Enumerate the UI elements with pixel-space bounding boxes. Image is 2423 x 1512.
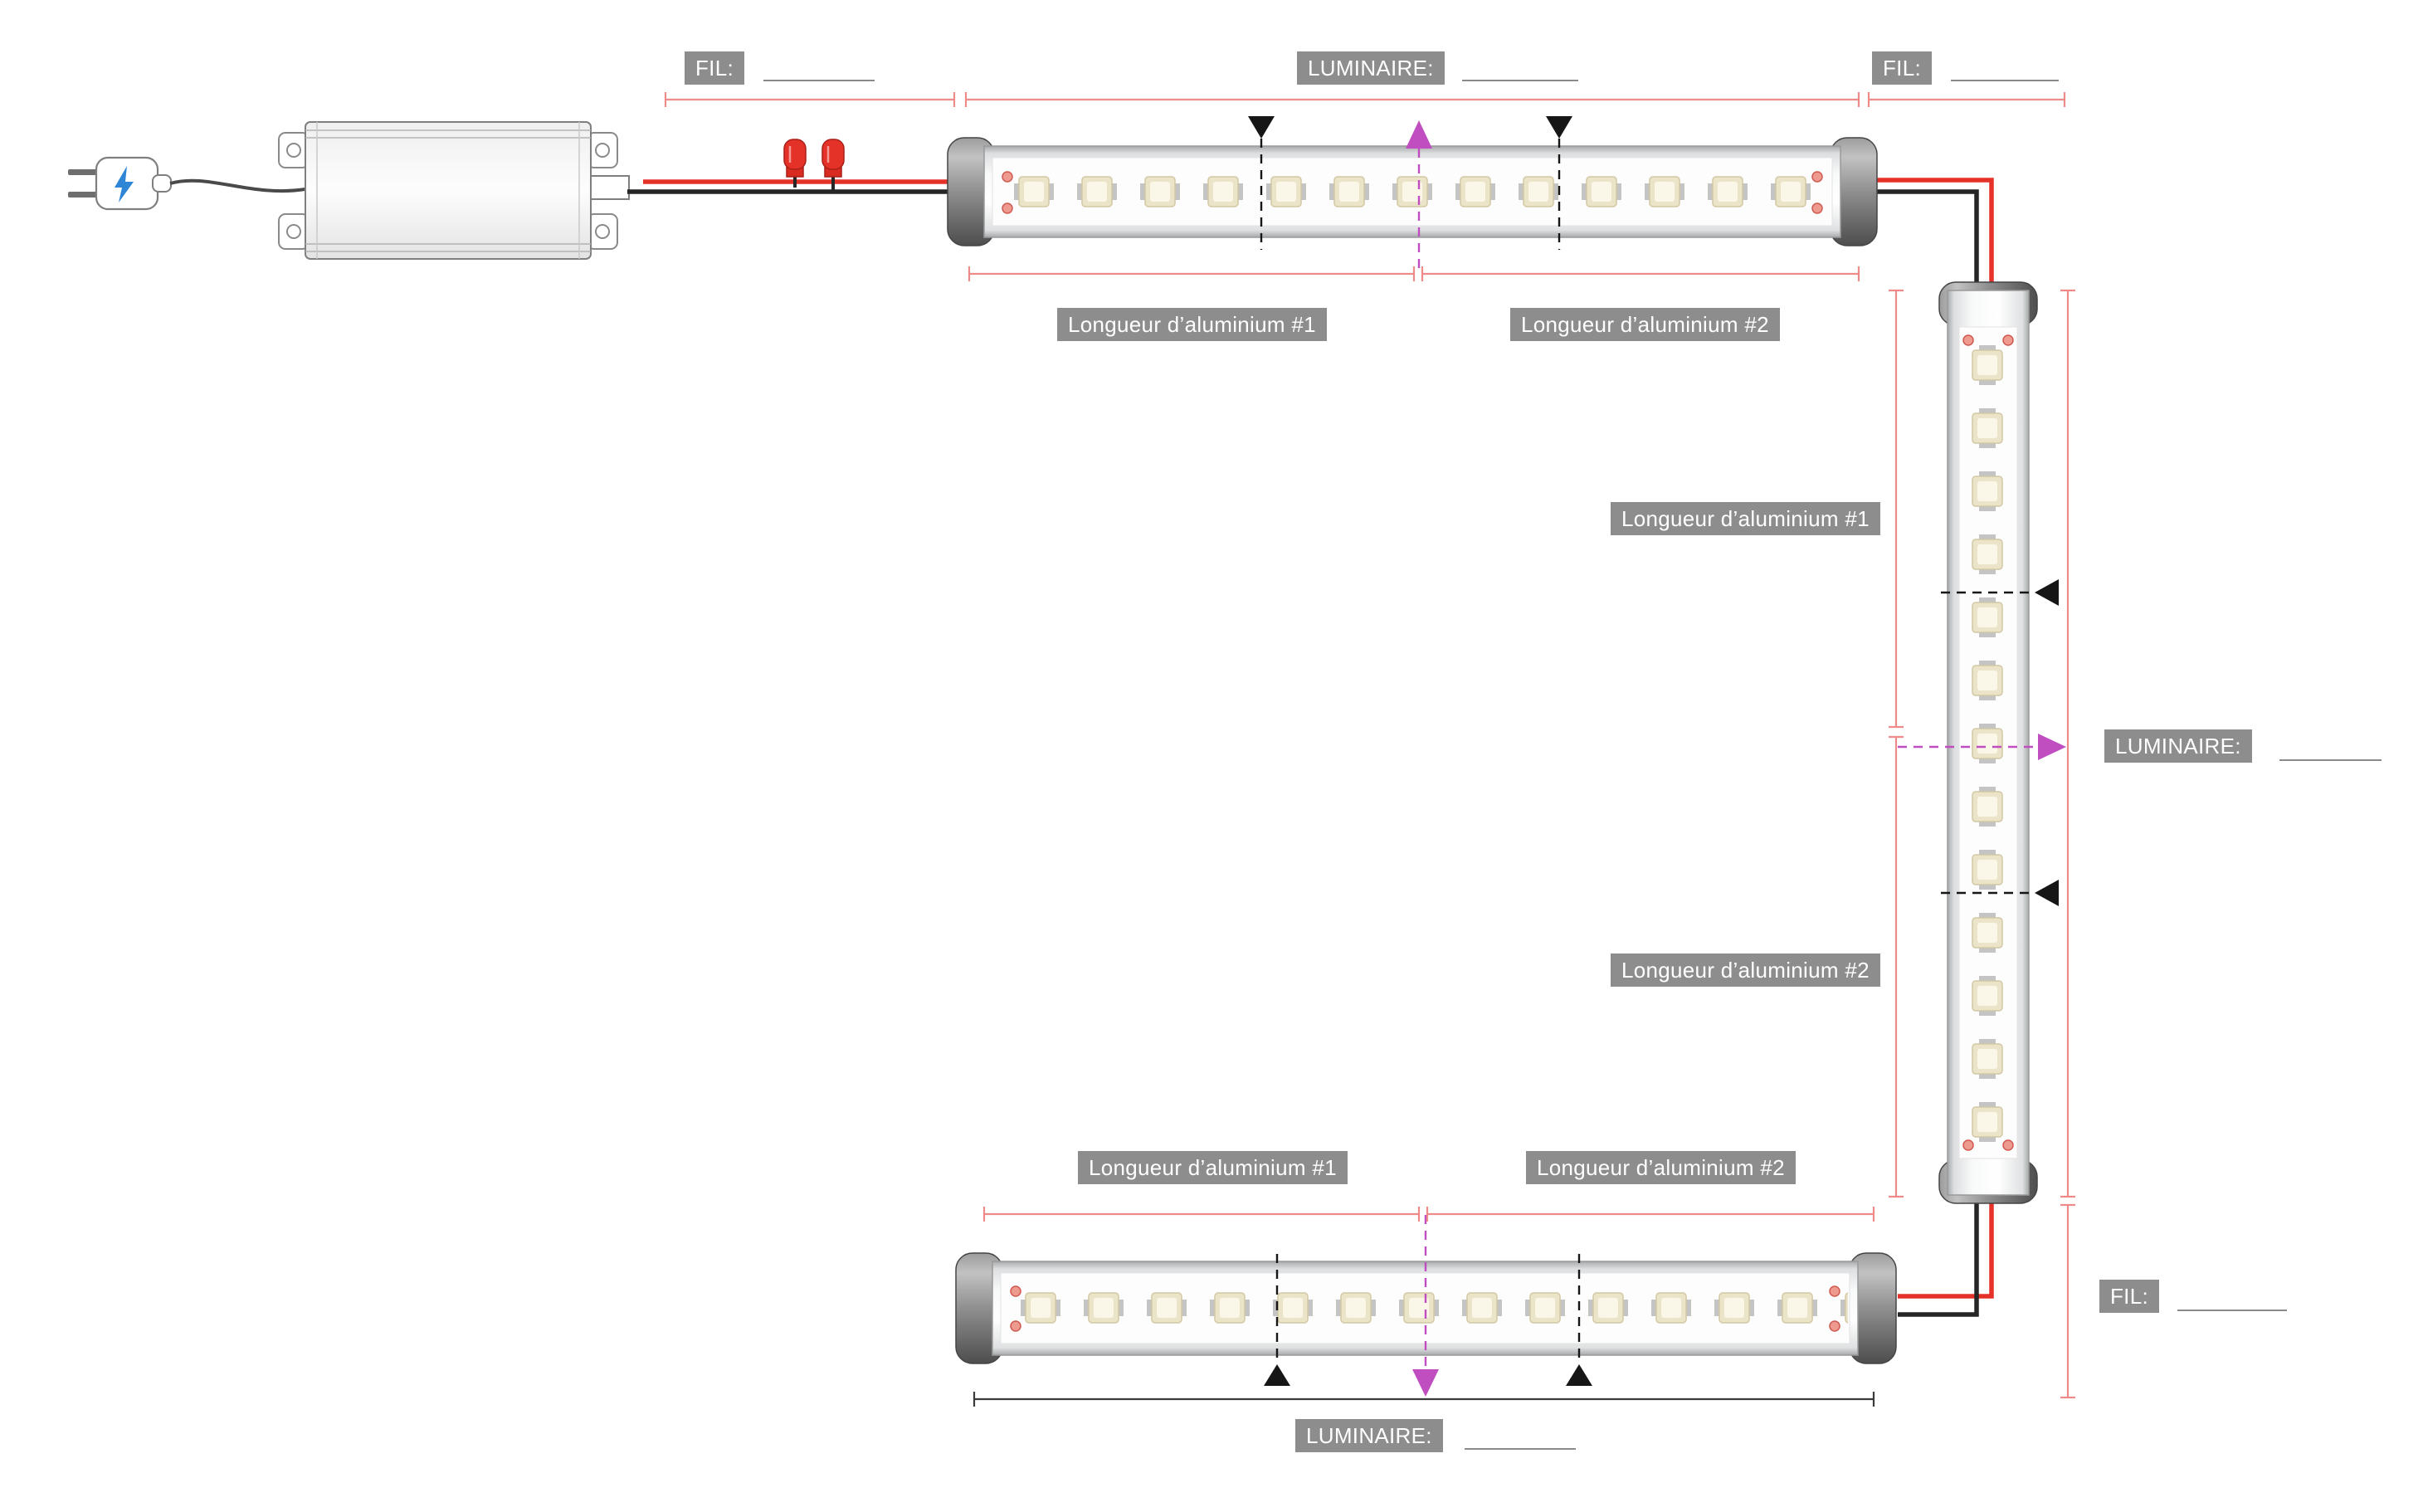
screw-hole [286, 143, 301, 158]
luminaire-bottom-badge: LUMINAIRE: [1295, 1419, 1443, 1452]
fil-left-value-line [763, 80, 875, 81]
cut-mark-triangle [1248, 116, 1275, 139]
luminaire-right-badge: LUMINAIRE: [2104, 729, 2252, 763]
output-stub [590, 175, 630, 200]
plug-prong [68, 192, 100, 198]
fil-bottom-value-line [2177, 1310, 2287, 1311]
lightning-icon [115, 166, 134, 202]
plug-boot [152, 174, 172, 193]
bottom-joint-marker [1412, 1215, 1439, 1397]
joint-mark-arrow [2038, 734, 2066, 760]
alu2-right-badge: Longueur d’aluminium #2 [1611, 954, 1880, 987]
corner-wires-bottom-right [1898, 1197, 1994, 1317]
dim-fil-bottom [2060, 1203, 2075, 1399]
wire-red [1898, 1197, 1994, 1299]
cut-mark-triangle [1566, 1364, 1592, 1386]
dim-luminaire-top [964, 92, 1860, 107]
top-joint-marker [1406, 120, 1432, 275]
luminaire-bottom-value-line [1465, 1448, 1576, 1450]
luminaire-right-value-line [2279, 759, 2382, 761]
alu1-top-badge: Longueur d’aluminium #1 [1057, 308, 1327, 341]
dim-alu-bottom [982, 1207, 1875, 1222]
power-supply [278, 121, 630, 260]
wire-nut-icon [783, 139, 807, 188]
joint-mark-arrow [1412, 1369, 1439, 1397]
wire-red [1877, 178, 1994, 290]
screw-hole [595, 143, 610, 158]
power-cord [169, 178, 306, 193]
dim-fil-left [664, 92, 956, 107]
cut-mark-triangle [2035, 579, 2059, 606]
cut-mark-triangle [2035, 880, 2059, 906]
right-joint-marker [1898, 734, 2066, 760]
supply-seams [316, 122, 580, 259]
wire-black [1898, 1197, 1979, 1317]
wire-nut-icon [821, 139, 845, 193]
wire-joints [1962, 334, 2014, 1151]
supply-body [305, 121, 592, 260]
dim-alu-top [968, 266, 1860, 281]
top-cut-markers [1248, 116, 1572, 250]
plug-prong [68, 169, 100, 175]
wire-joints [1010, 1285, 1840, 1332]
luminaire-top-badge: LUMINAIRE: [1297, 51, 1445, 85]
led-strip [1960, 329, 2016, 1157]
fil-right-value-line [1951, 80, 2059, 81]
right-cut-markers [1941, 579, 2059, 906]
screw-hole [286, 224, 301, 239]
supply-output-wires [627, 139, 956, 194]
bottom-cut-markers [1264, 1254, 1592, 1386]
fil-bottom-badge: FIL: [2099, 1280, 2159, 1313]
led-bar-top [947, 137, 1878, 246]
alu1-bottom-badge: Longueur d’aluminium #1 [1078, 1151, 1348, 1184]
cut-mark-triangle [1546, 116, 1572, 139]
led-bar-right [1938, 281, 2038, 1204]
alu1-right-badge: Longueur d’aluminium #1 [1611, 502, 1880, 535]
dim-fil-right [1867, 92, 2066, 107]
dim-alu-right [1889, 289, 1904, 1198]
led-strip [994, 159, 1831, 225]
joint-mark-arrow [1406, 120, 1432, 149]
screw-hole [595, 224, 610, 239]
luminaire-top-value-line [1462, 80, 1578, 81]
power-plug [68, 156, 172, 211]
alu2-top-badge: Longueur d’aluminium #2 [1510, 308, 1780, 341]
wire-black [1877, 189, 1979, 290]
dim-luminaire-right [2060, 289, 2075, 1198]
dim-luminaire-bottom [973, 1392, 1875, 1407]
fil-right-badge: FIL: [1872, 51, 1932, 85]
wire-joints [1002, 171, 1823, 214]
alu2-bottom-badge: Longueur d’aluminium #2 [1526, 1151, 1796, 1184]
cut-mark-triangle [1264, 1364, 1290, 1386]
corner-wires-top-right [1877, 178, 1994, 290]
supply-fins [305, 129, 591, 252]
fil-left-badge: FIL: [685, 51, 744, 85]
